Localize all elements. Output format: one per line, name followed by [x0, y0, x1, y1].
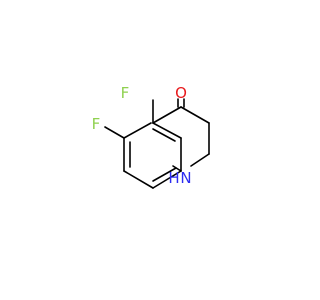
atom-fluorine-left: F	[92, 115, 101, 133]
bond-c7-c8	[152, 170, 182, 189]
atom-hydrogen-on-nitrogen: H	[168, 169, 179, 187]
bond-c7-c8-inner	[152, 167, 177, 182]
bond-c8a-c4a-inner	[152, 128, 176, 142]
atom-fluorine-upper: F	[121, 84, 130, 102]
bond-c2-n1	[190, 153, 210, 167]
structure-canvas: F F O N H	[92, 84, 210, 189]
molecule-diagram: F F O N H	[92, 84, 210, 189]
bond-c4a-c4	[152, 106, 182, 124]
bond-c4a-c5	[123, 122, 152, 139]
atom-oxygen: O	[175, 84, 187, 102]
bond-c6-f-left	[104, 126, 125, 139]
bond-c6-c7	[123, 170, 154, 189]
bond-c8a-c4a	[152, 122, 182, 139]
atom-nitrogen: N	[180, 169, 191, 187]
bond-c4-c3	[180, 106, 210, 124]
bond-n1-c8a	[172, 165, 182, 172]
